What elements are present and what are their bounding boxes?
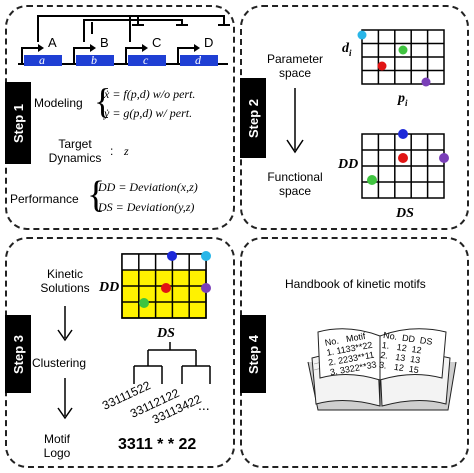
arrow-down-2	[57, 378, 73, 420]
motif-logo: 3311 * * 22	[118, 436, 197, 453]
kinetic-solutions-label: Kinetic Solutions	[40, 267, 90, 295]
motif-logo-label: Motif Logo	[43, 432, 71, 460]
clustering-label: Clustering	[32, 356, 87, 370]
arrow-down-1	[57, 306, 73, 342]
gene-label-b: B	[100, 35, 109, 50]
parameter-space-label: Parameter space	[266, 52, 324, 80]
target-dynamics-label: Target Dynamics	[48, 137, 102, 165]
func-x-label: DS	[396, 206, 414, 221]
brace-performance: {	[87, 174, 106, 216]
dot-cyan	[357, 30, 367, 40]
step3-tab: Step 3	[5, 315, 31, 393]
kinetic-x-label: DS	[157, 326, 175, 341]
kinetic-grid	[121, 251, 211, 319]
promoter-label-a: a	[39, 53, 45, 67]
promoter-c	[125, 44, 166, 66]
dot-green-2	[367, 175, 377, 185]
gene-label-c: C	[152, 35, 162, 50]
step1-label: Step 1	[10, 103, 26, 143]
kinetic-y-label: DD	[99, 280, 120, 295]
target-colon: :	[110, 144, 114, 158]
perf-ds: DS = Deviation(y,z)	[98, 200, 195, 214]
dot-green	[398, 45, 408, 55]
param-axis-label: di	[342, 42, 352, 60]
step2-tab: Step 2	[240, 78, 266, 158]
step3-label: Step 3	[10, 334, 26, 374]
param-x-sub: i	[405, 97, 408, 108]
gene-circuit	[18, 15, 230, 66]
step4-label: Step 4	[245, 334, 261, 374]
param-x-label: pi	[398, 92, 408, 110]
param-axis-d: d	[342, 41, 349, 56]
promoter-a	[21, 44, 62, 66]
dot-purple	[421, 77, 431, 87]
functional-grid	[361, 129, 449, 199]
dot-cyan-3	[201, 251, 211, 261]
left-page-text: No. Motif 1. 1133**22 2. 2233**11 3. 332…	[324, 330, 377, 378]
dot-blue-3	[167, 251, 177, 261]
performance-label: Performance	[10, 192, 79, 206]
target-variable: z	[124, 144, 129, 158]
promoter-label-c: c	[143, 53, 149, 67]
right-page-text: No. DD DS 1. 12 12 2. 13 13 3. 12 15	[378, 330, 433, 377]
step1-tab: Step 1	[5, 82, 31, 164]
handbook-title: Handbook of kinetic motifs	[285, 277, 426, 291]
parameter-grid	[357, 29, 445, 87]
promoter-label-b: b	[91, 53, 97, 67]
dot-red	[377, 61, 387, 71]
step4-tab: Step 4	[240, 315, 266, 393]
equation-y: ẏ = g(p,d) w/ pert.	[104, 106, 193, 120]
promoter-d	[177, 44, 218, 66]
dot-blue	[398, 129, 408, 139]
dot-green-3	[139, 298, 149, 308]
book-illustration	[307, 328, 457, 411]
perf-dd: DD = Deviation(x,z)	[98, 180, 198, 194]
equation-x: ẋ = f(p,d) w/o pert.	[104, 87, 196, 101]
dot-purple-2	[439, 153, 449, 163]
dot-red-2	[398, 153, 408, 163]
dot-red-3	[161, 283, 171, 293]
functional-space-label: Functional space	[267, 170, 323, 198]
promoter-b	[73, 44, 114, 66]
dot-purple-3	[201, 283, 211, 293]
func-y-label: DD	[338, 157, 359, 172]
param-axis-sub: i	[349, 47, 352, 58]
leaf-ellipsis: ...	[198, 397, 210, 413]
modeling-label: Modeling	[34, 96, 83, 110]
step2-label: Step 2	[245, 98, 261, 138]
dendrogram	[133, 342, 211, 384]
promoter-label-d: d	[195, 53, 201, 67]
down-arrow	[286, 88, 304, 154]
param-x-p: p	[398, 91, 405, 106]
gene-label-a: A	[48, 35, 57, 50]
brace-modeling: {	[94, 81, 112, 121]
gene-label-d: D	[204, 35, 214, 50]
